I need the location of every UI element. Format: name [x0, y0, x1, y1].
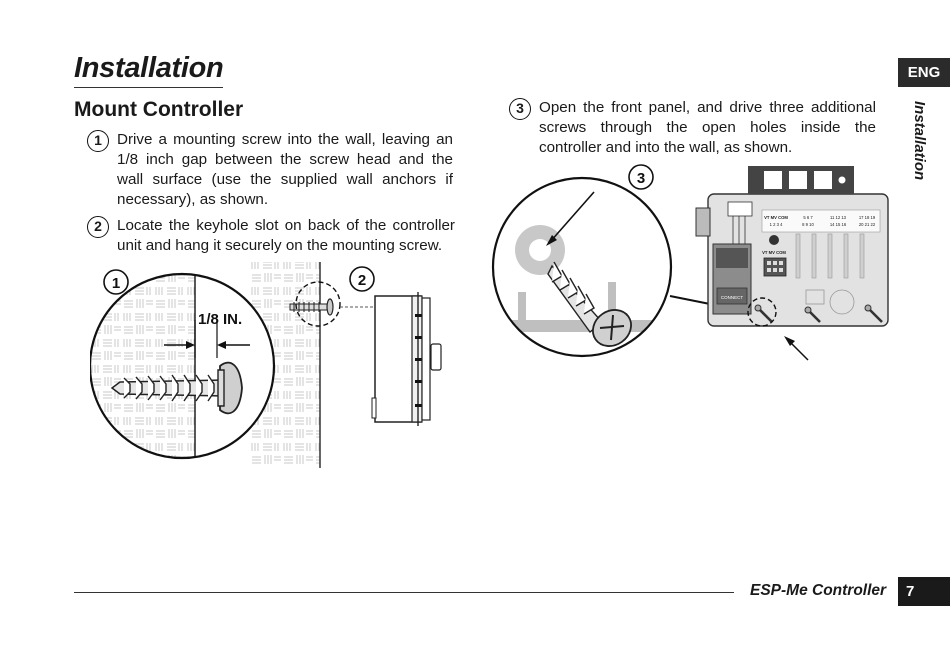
step-3-text: Open the front panel, and drive three ad… [539, 98, 876, 158]
step-1-line: 1/8 inch gap between the screw head and … [117, 151, 453, 168]
figure-1-marker: 1 [112, 275, 120, 292]
title-underline [74, 87, 223, 88]
controller-front-view: CONNECT VT MV COM 1 2 3 4 5 6 7 8 9 10 1… [695, 166, 889, 327]
step-3-number: 3 [509, 98, 531, 120]
step-1-line: necessary), as shown. [117, 191, 269, 208]
step-2-number: 2 [87, 216, 109, 238]
side-section-label: Installation [911, 101, 928, 181]
step-3-line: screws through the open holes inside the [539, 119, 876, 136]
screw [547, 261, 632, 347]
terminal-label-zones-a-top: 5 6 7 [803, 215, 813, 220]
step-1-line: wall surface (use the supplied wall anch… [117, 171, 453, 188]
terminal-label-zones-b-top: 11 12 13 [830, 215, 847, 220]
section-heading: Mount Controller [74, 98, 244, 121]
step-2-line: unit and hang it securely on the mountin… [117, 237, 443, 254]
screw [110, 361, 243, 415]
wall-screw [289, 298, 334, 316]
footer-title: ESP-Me Controller [750, 582, 887, 599]
terminal-label-vt-2: VT MV COM [762, 250, 786, 255]
terminal-label-vt-nums: 1 2 3 4 [770, 222, 783, 227]
controller-side-view [371, 292, 442, 426]
figure-3-marker: 3 [637, 170, 645, 187]
footer-rule [74, 592, 734, 593]
additional-screws-illustration: 3 CONNECT VT MV COM 1 2 3 4 5 6 7 8 9 10… [491, 164, 889, 361]
step-3-line: controller and into the wall, as shown. [539, 139, 793, 156]
page-number: 7 [898, 577, 950, 606]
figure-2-marker: 2 [358, 272, 366, 289]
step-1-number: 1 [87, 130, 109, 152]
page-title: Installation [74, 52, 224, 84]
mounting-screw-illustration: 1/8 IN. 1 2 [90, 262, 442, 468]
terminal-label-zones-c-bottom: 20 21 22 [859, 222, 876, 227]
terminal-label-zones-b-bottom: 14 15 16 [830, 222, 847, 227]
gap-label: 1/8 IN. [198, 311, 242, 328]
step-2-line: Locate the keyhole slot on back of the c… [117, 217, 455, 234]
step-3-line: Open the front panel, and drive three ad… [539, 99, 876, 116]
language-tab: ENG [898, 58, 950, 87]
step-1-text: Drive a mounting screw into the wall, le… [117, 130, 453, 210]
step-2-text: Locate the keyhole slot on back of the c… [117, 216, 455, 256]
magnified-view-screw [493, 178, 671, 356]
terminal-label-zones-c-top: 17 18 19 [859, 215, 876, 220]
connect-label: CONNECT [721, 295, 744, 300]
terminal-label-zones-a-bottom: 8 9 10 [802, 222, 814, 227]
step-1-line: Drive a mounting screw into the wall, le… [117, 131, 453, 148]
terminal-label-vt: VT MV COM [764, 215, 788, 220]
controller-screws [754, 304, 883, 323]
